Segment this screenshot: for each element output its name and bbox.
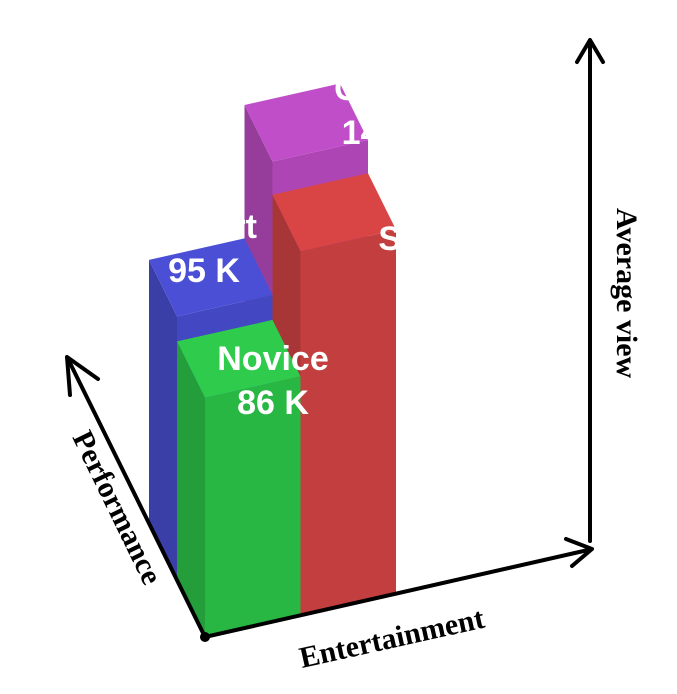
bar-circus-top-face — [244, 83, 368, 162]
performance-axis-line — [68, 361, 207, 639]
bar-expert-left-face — [149, 259, 177, 581]
bar-novice-left-face — [177, 341, 205, 637]
bar-novice-name-label: Novice — [217, 340, 329, 378]
bar-circus-name-label: Circus — [334, 70, 440, 108]
bars-layer: Circus 143 K Expert 95 K Slapstick 131 K Novic… — [149, 70, 528, 637]
axes — [65, 38, 605, 642]
bar-slapstick-value-label: 131 K — [408, 264, 499, 302]
entertainment-axis-label: Entertainment — [296, 602, 487, 675]
bar-slapstick-front-face — [300, 229, 396, 616]
bar-slapstick: Slapstick 131 K — [272, 173, 528, 616]
average-view-axis-label: Average view — [610, 208, 643, 379]
bar-novice-front-face — [205, 376, 301, 637]
bar-expert-value-label: 95 K — [168, 252, 240, 290]
bar-novice-top-face — [177, 319, 301, 398]
entertainment-axis-arrowhead — [564, 537, 594, 568]
axis-origin — [200, 632, 210, 642]
performance-axis-arrowhead — [65, 355, 100, 397]
entertainment-axis-line — [203, 548, 590, 639]
bar-slapstick-name-label: Slapstick — [378, 220, 527, 258]
bar-expert-name-label: Expert — [151, 208, 257, 246]
average-view-axis-arrowhead — [575, 38, 605, 64]
bar-novice-value-label: 86 K — [237, 384, 309, 422]
bar-circus-value-label: 143 K — [342, 114, 433, 152]
bar-expert-top-face — [149, 238, 273, 317]
bar-slapstick-top-face — [272, 173, 396, 252]
bar-novice: Novice 86 K — [177, 319, 329, 637]
